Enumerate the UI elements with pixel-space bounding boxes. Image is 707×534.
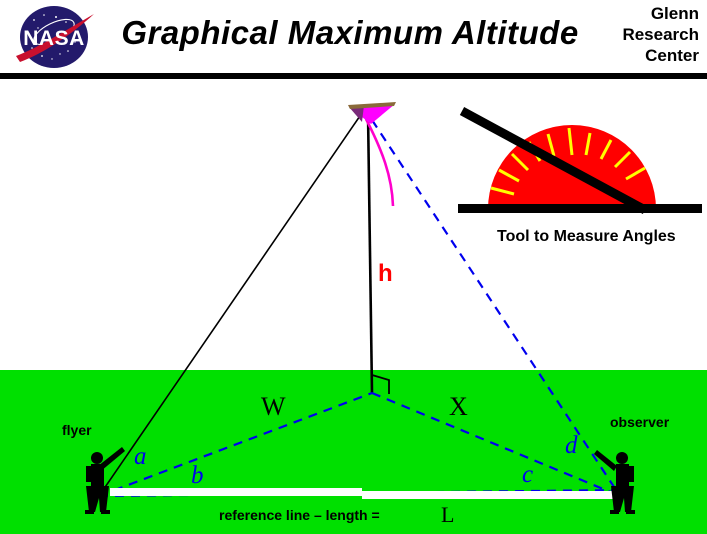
kite-shape <box>348 102 396 124</box>
kite-tether-curve <box>364 118 395 207</box>
grc-line-2: Research <box>622 25 699 44</box>
angle-measure-tool <box>458 107 702 214</box>
label-reference-line: reference line – length = <box>219 507 380 523</box>
kite-sail-shadow <box>349 105 364 122</box>
reference-line-left-segment <box>110 488 362 496</box>
label-angle-a: a <box>134 443 147 470</box>
line-flyer-to-kite <box>98 112 363 497</box>
glenn-research-center-label: Glenn Research Center <box>599 3 699 66</box>
observer-figure <box>594 450 635 514</box>
baseline-segment-X <box>371 391 621 498</box>
reference-line-right-segment <box>362 491 618 499</box>
label-angle-b: b <box>191 462 204 489</box>
line-observer-to-kite <box>371 119 621 497</box>
right-angle-marker <box>371 374 390 394</box>
label-distance-w: W <box>261 392 286 421</box>
flyer-figure <box>85 447 125 514</box>
label-distance-x: X <box>449 392 468 421</box>
label-angle-c: c <box>522 461 534 488</box>
header-divider-rule <box>0 73 707 79</box>
grc-line-3: Center <box>645 46 699 65</box>
baseline-segment-W <box>98 391 373 498</box>
label-altitude-h: h <box>378 260 393 287</box>
protractor-base-line <box>458 204 702 213</box>
nasa-logo-text: NASA <box>23 27 85 50</box>
label-reference-length-symbol: L <box>441 502 455 527</box>
label-flyer: flyer <box>62 422 92 438</box>
line-altitude-h <box>366 112 374 394</box>
kite-spar <box>348 102 396 109</box>
protractor-pointer-arm <box>459 107 648 214</box>
grc-line-1: Glenn <box>650 4 699 23</box>
label-observer: observer <box>610 414 670 430</box>
page-header: NASA Graphical Maximum Altitude Glenn Re… <box>0 0 707 79</box>
label-tool-caption: Tool to Measure Angles <box>497 228 676 245</box>
page-title: Graphical Maximum Altitude <box>121 14 579 51</box>
nasa-meatball-logo: NASA <box>16 6 94 68</box>
label-angle-d: d <box>565 432 578 459</box>
